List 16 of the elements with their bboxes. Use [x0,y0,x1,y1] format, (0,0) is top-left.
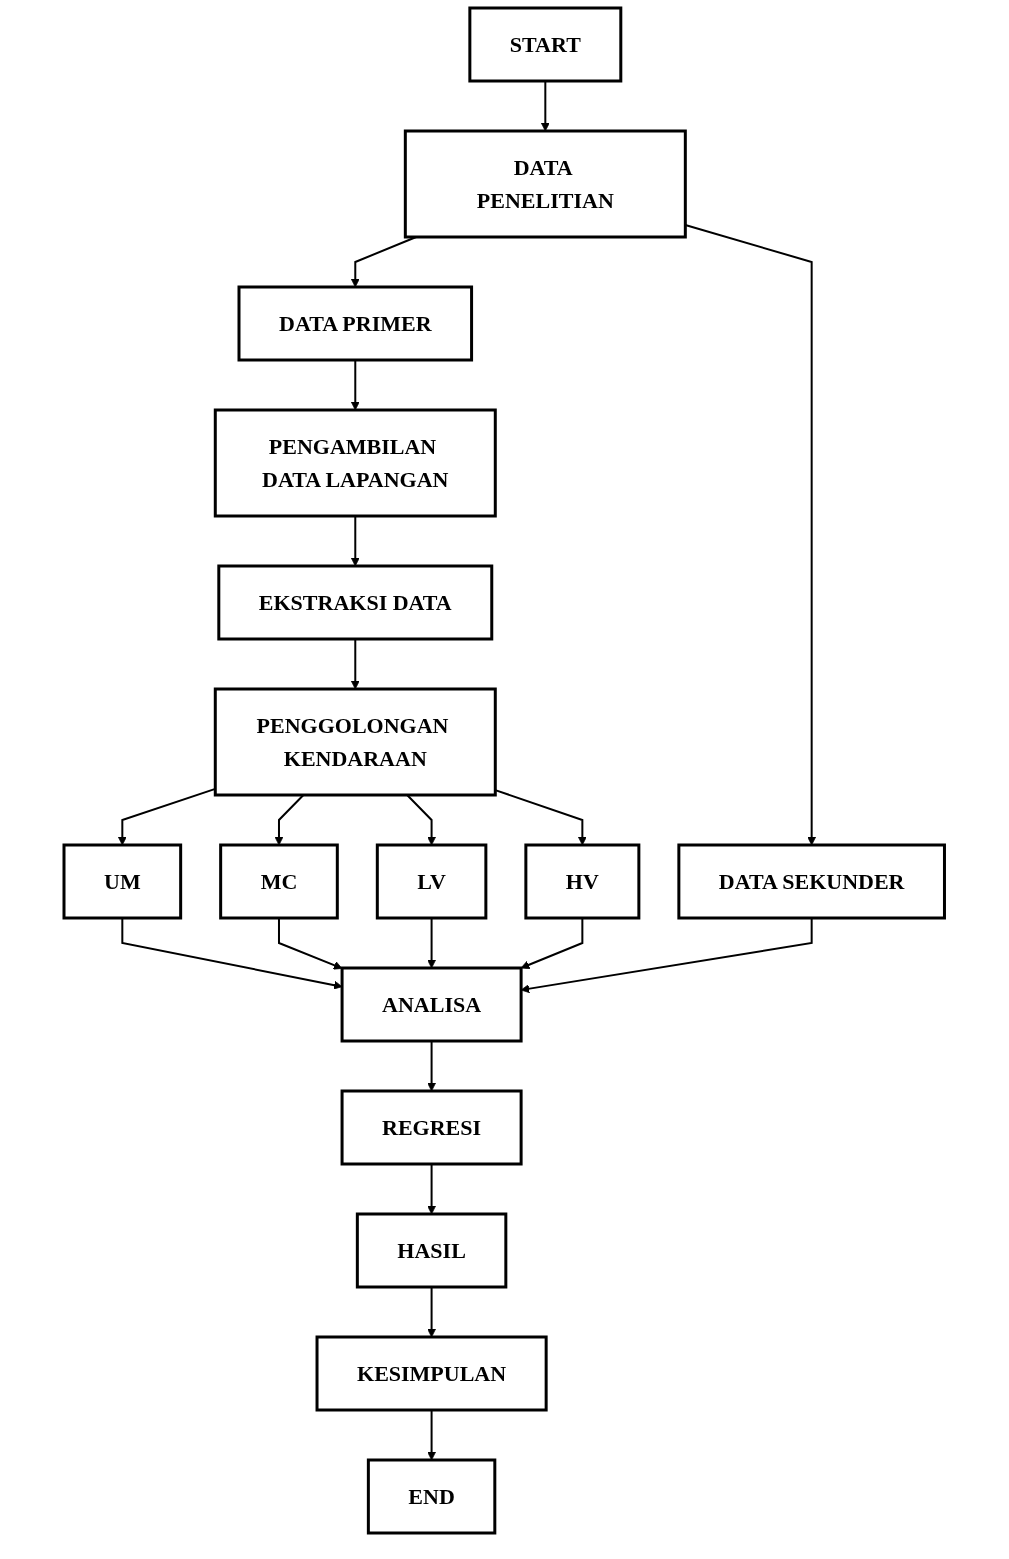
node-box: DATA PRIMER [237,285,474,362]
node-box: PENGAMBILAN DATA LAPANGAN [214,408,498,518]
node-box: PENGGOLONGAN KENDARAAN [214,687,498,797]
node-box: HASIL [356,1212,508,1289]
node-box: DATA PENELITIAN [404,129,688,239]
node-box: END [367,1458,497,1535]
node-box: LV [376,843,488,920]
node-box: MC [219,843,340,920]
node-box: KESIMPULAN [315,1335,548,1412]
node-box: HV [524,843,641,920]
node-box: START [468,6,623,83]
node-box: DATA SEKUNDER [677,843,947,920]
node-box: EKSTRAKSI DATA [217,564,494,641]
node-box: ANALISA [340,966,523,1043]
node-box: REGRESI [340,1089,523,1166]
node-box: UM [62,843,183,920]
